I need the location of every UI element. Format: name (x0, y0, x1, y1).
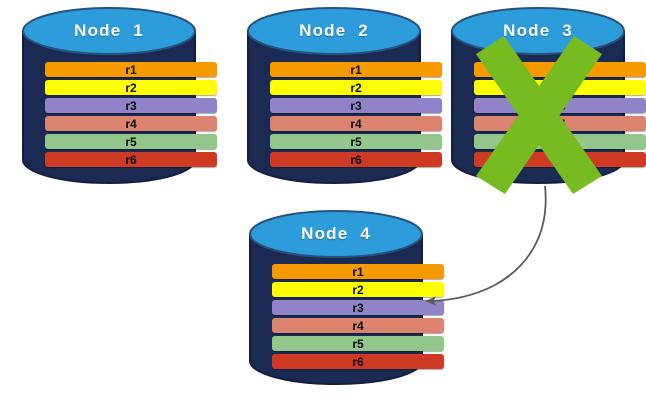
node-4-row-r6[interactable]: r6 (272, 354, 444, 369)
node-3-row-r1[interactable]: r1 (474, 62, 646, 77)
row-label: r4 (125, 116, 137, 131)
row-label: r3 (125, 98, 137, 113)
node-3-row-r4[interactable]: r4 (474, 116, 646, 131)
node-1-row-r1[interactable]: r1 (45, 62, 217, 77)
node-1-row-r4[interactable]: r4 (45, 116, 217, 131)
row-label: r1 (125, 62, 137, 77)
node-2[interactable]: Node 2 r1 r2 r3 r4 r5 r6 (247, 7, 442, 184)
node-1-row-r5[interactable]: r5 (45, 134, 217, 149)
row-label: r2 (125, 80, 137, 95)
row-label: r5 (125, 134, 137, 149)
node-1-row-r3[interactable]: r3 (45, 98, 217, 113)
node-1-row-r6[interactable]: r6 (45, 152, 217, 167)
row-label: r1 (350, 62, 362, 77)
row-label: r5 (352, 336, 364, 351)
node-3-row-r5[interactable]: r5 (474, 134, 646, 149)
node-4-row-r4[interactable]: r4 (272, 318, 444, 333)
node-2-row-r1[interactable]: r1 (270, 62, 442, 77)
row-label: r5 (350, 134, 362, 149)
row-label: r1 (554, 62, 566, 77)
row-label: r4 (352, 318, 364, 333)
row-label: r6 (350, 152, 362, 167)
node-3-row-r6[interactable]: r6 (474, 152, 646, 167)
row-label: r4 (554, 116, 566, 131)
node-2-row-r2[interactable]: r2 (270, 80, 442, 95)
row-label: r6 (554, 152, 566, 167)
row-label: r4 (350, 116, 362, 131)
row-label: r5 (554, 134, 566, 149)
node-4[interactable]: Node 4 r1 r2 r3 r4 r5 r6 (249, 210, 444, 385)
row-label: r3 (554, 98, 566, 113)
node-2-rows: r1 r2 r3 r4 r5 r6 (248, 62, 464, 167)
node-4-rows: r1 r2 r3 r4 r5 r6 (250, 264, 466, 369)
node-2-row-r4[interactable]: r4 (270, 116, 442, 131)
node-2-row-r5[interactable]: r5 (270, 134, 442, 149)
node-4-row-r1[interactable]: r1 (272, 264, 444, 279)
node-3-row-r3[interactable]: r3 (474, 98, 646, 113)
node-4-row-r3[interactable]: r3 (272, 300, 444, 315)
node-1-rows: r1 r2 r3 r4 r5 r6 (23, 62, 239, 167)
node-3[interactable]: Node 3 r1 r2 r3 r4 r5 r6 (451, 7, 646, 194)
row-label: r6 (352, 354, 364, 369)
node-4-row-r5[interactable]: r5 (272, 336, 444, 351)
node-1-row-r2[interactable]: r2 (45, 80, 217, 95)
row-label: r1 (352, 264, 364, 279)
row-label: r2 (350, 80, 362, 95)
row-label: r6 (125, 152, 137, 167)
row-label: r3 (352, 300, 364, 315)
node-3-row-r2[interactable]: r2 (474, 80, 646, 95)
node-2-row-r6[interactable]: r6 (270, 152, 442, 167)
node-1[interactable]: Node 1 r1 r2 r3 r4 r5 r6 (22, 7, 217, 184)
node-4-row-r2[interactable]: r2 (272, 282, 444, 297)
row-label: r2 (554, 80, 566, 95)
node-2-row-r3[interactable]: r3 (270, 98, 442, 113)
node-3-rows: r1 r2 r3 r4 r5 r6 (452, 62, 646, 167)
row-label: r2 (352, 282, 364, 297)
row-label: r3 (350, 98, 362, 113)
